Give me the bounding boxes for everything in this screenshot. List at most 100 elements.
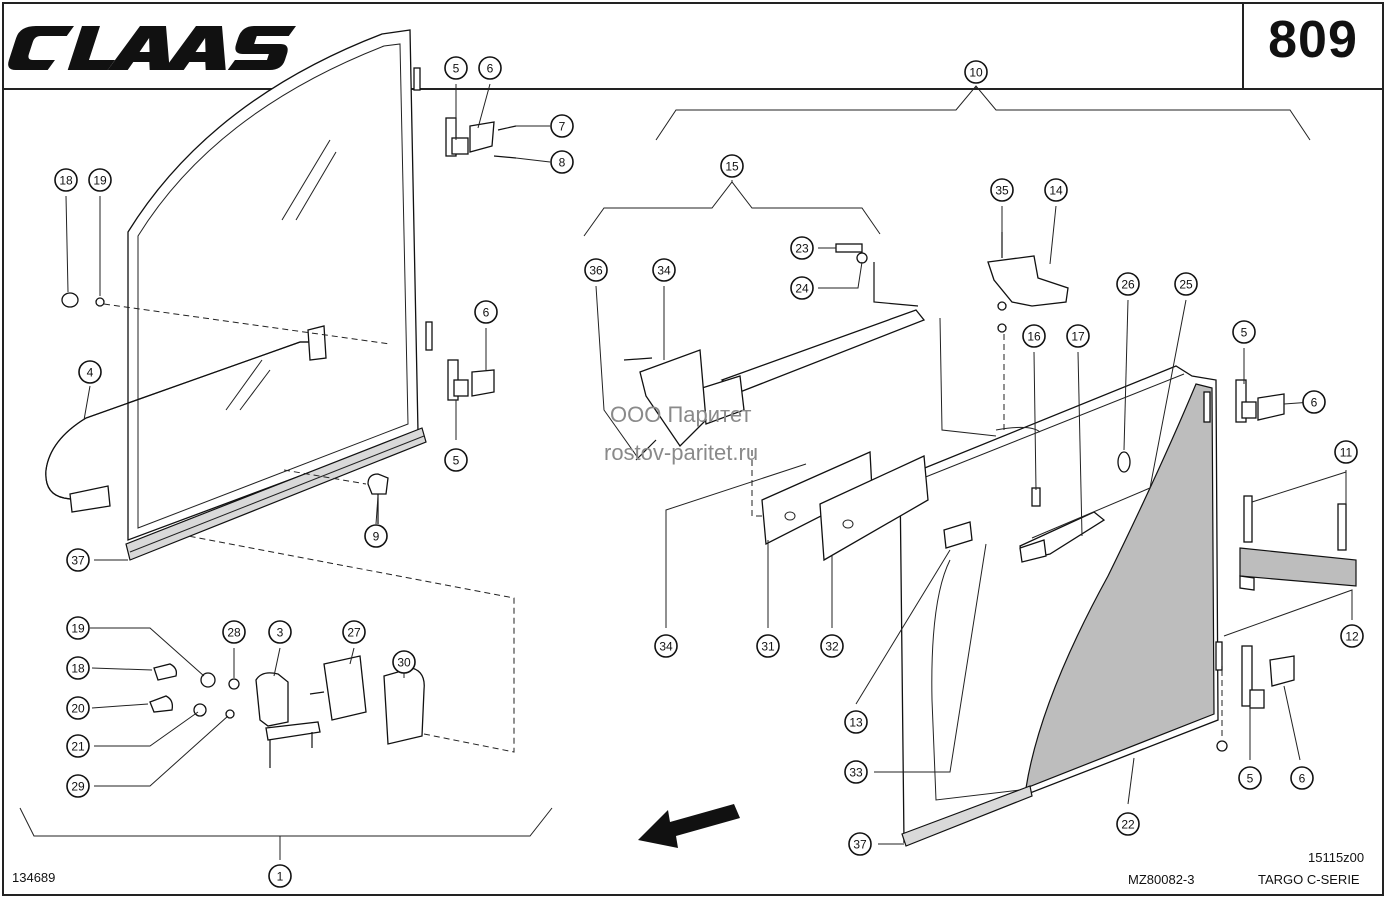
- callout-35: 35: [990, 178, 1014, 202]
- callout-31: 31: [756, 634, 780, 658]
- callout-16: 16: [1022, 324, 1046, 348]
- callout-3: 3: [268, 620, 292, 644]
- callout-33: 33: [844, 760, 868, 784]
- callout-label: 23: [795, 242, 809, 256]
- page-number: 809: [1268, 11, 1358, 69]
- callout-19: 19: [66, 616, 90, 640]
- callout-11: 11: [1334, 440, 1358, 464]
- callout-label: 11: [1340, 446, 1353, 460]
- callout-21: 21: [66, 734, 90, 758]
- claas-logo: [8, 26, 296, 70]
- callout-label: 34: [659, 640, 673, 654]
- callout-18: 18: [54, 168, 78, 192]
- upper-hinge: [413, 67, 517, 159]
- callout-6: 6: [474, 300, 498, 324]
- assembly-10-brace: [655, 85, 1311, 141]
- callout-4: 4: [78, 360, 102, 384]
- callout-14: 14: [1044, 178, 1068, 202]
- assembly-15-brace: [583, 181, 881, 237]
- callout-label: 15: [725, 160, 739, 174]
- callout-label: 35: [995, 184, 1009, 198]
- callout-label: 32: [825, 640, 839, 654]
- callout-label: 13: [849, 716, 863, 730]
- callout-19: 19: [88, 168, 112, 192]
- callout-label: 33: [849, 766, 863, 780]
- callout-label: 25: [1179, 278, 1193, 292]
- callout-5: 5: [444, 56, 468, 80]
- door-check-strap: [1239, 495, 1357, 591]
- callout-label: 26: [1121, 278, 1135, 292]
- callout-label: 22: [1121, 818, 1135, 832]
- callout-bubbles: 5 6 7 8 18 19 6 4 5 9 37 19 28 3 27 30 18 20 21 29 1 10 15 35 14…: [54, 56, 1364, 888]
- callout-7: 7: [550, 114, 574, 138]
- callout-label: 5: [453, 62, 460, 76]
- footer-right-code-bottom: TARGO C-SERIE: [1258, 872, 1360, 887]
- callout-6: 6: [1302, 390, 1326, 414]
- callout-23: 23: [790, 236, 814, 260]
- callout-17: 17: [1066, 324, 1090, 348]
- callout-label: 12: [1345, 630, 1359, 644]
- callout-24: 24: [790, 276, 814, 300]
- direction-arrow: [638, 804, 740, 848]
- callout-34: 34: [654, 634, 678, 658]
- callout-22: 22: [1116, 812, 1140, 836]
- callout-label: 34: [657, 264, 671, 278]
- callout-label: 5: [1247, 772, 1254, 786]
- callout-label: 29: [71, 780, 85, 794]
- callout-label: 6: [483, 306, 490, 320]
- callout-label: 6: [1299, 772, 1306, 786]
- callout-5: 5: [1232, 320, 1256, 344]
- callout-5: 5: [1238, 766, 1262, 790]
- door-panel: [899, 365, 1219, 847]
- latch-parts: [149, 535, 515, 768]
- bottom-seal-strip: [125, 427, 427, 561]
- callout-label: 30: [397, 656, 411, 670]
- watermark-website: rostov-paritet.ru: [604, 440, 759, 465]
- rail-bracket: [623, 349, 707, 461]
- callout-10: 10: [964, 60, 988, 84]
- footer-left-code: 134689: [12, 870, 56, 885]
- callout-5: 5: [444, 448, 468, 472]
- callout-label: 17: [1071, 330, 1085, 344]
- door-plates: [751, 450, 929, 562]
- watermark-company: ООО Паритет: [610, 402, 752, 427]
- door-latch: [987, 232, 1069, 430]
- callout-label: 5: [453, 454, 460, 468]
- side-window-glass: [127, 29, 419, 541]
- callout-label: 20: [71, 702, 85, 716]
- callout-label: 9: [373, 530, 380, 544]
- callout-label: 8: [559, 156, 566, 170]
- callout-29: 29: [66, 774, 90, 798]
- rail-bolt: [835, 243, 868, 264]
- callout-label: 37: [853, 838, 867, 852]
- callout-label: 31: [761, 640, 775, 654]
- callout-26: 26: [1116, 272, 1140, 296]
- callout-label: 4: [87, 366, 94, 380]
- callout-13: 13: [844, 710, 868, 734]
- callout-label: 27: [347, 626, 361, 640]
- callout-6: 6: [1290, 766, 1314, 790]
- callout-label: 6: [487, 62, 494, 76]
- callout-label: 19: [93, 174, 107, 188]
- callout-label: 21: [71, 740, 85, 754]
- callout-15: 15: [720, 154, 744, 178]
- callout-label: 1: [277, 870, 284, 884]
- callout-37: 37: [848, 832, 872, 856]
- callout-32: 32: [820, 634, 844, 658]
- callout-label: 36: [589, 264, 603, 278]
- callout-28: 28: [222, 620, 246, 644]
- callout-label: 37: [71, 554, 85, 568]
- callout-label: 18: [71, 662, 85, 676]
- callout-6: 6: [478, 56, 502, 80]
- callout-18: 18: [66, 656, 90, 680]
- callout-label: 3: [277, 626, 284, 640]
- callout-label: 10: [969, 66, 983, 80]
- callout-25: 25: [1174, 272, 1198, 296]
- footer-right-code-top: 15115z00: [1308, 850, 1365, 865]
- leader-lines: [65, 83, 1353, 860]
- callout-37: 37: [66, 548, 90, 572]
- grab-handle: [45, 325, 327, 513]
